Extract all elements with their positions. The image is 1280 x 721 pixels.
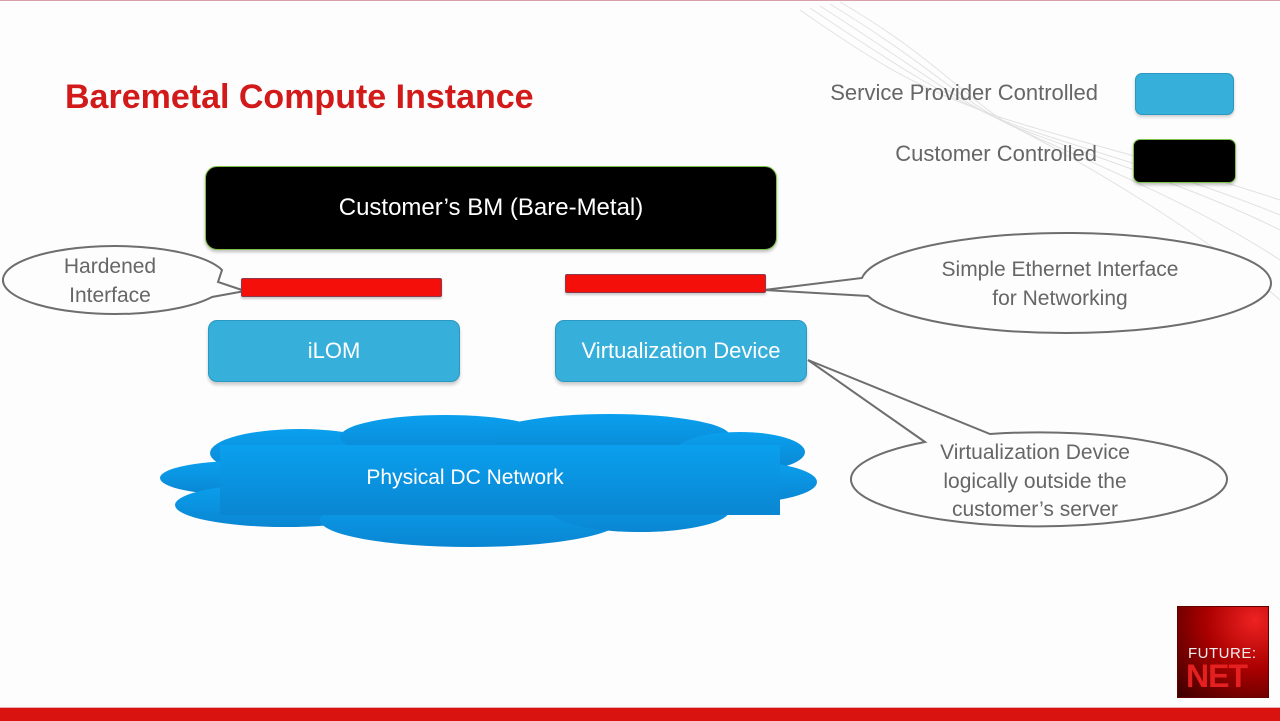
customer-bare-metal-box: Customer’s BM (Bare-Metal) [205,166,777,250]
logo-line-2: NET [1186,658,1248,694]
slide-title: Baremetal Compute Instance [65,78,534,116]
bottom-accent-bar [0,707,1280,721]
callout-hardened-interface-bubble [2,245,246,315]
virtualization-device-label: Virtualization Device [581,338,781,363]
legend-label-service-provider: Service Provider Controlled [830,80,1098,105]
virtualization-device-box: Virtualization Device [555,320,807,382]
legend-label-customer: Customer Controlled [895,141,1097,166]
callout-hardened-interface-text: Hardened Interface [63,255,157,307]
top-border-line [0,0,1280,1]
physical-dc-network-cloud [160,414,817,547]
physical-dc-network-label: Physical DC Network [366,466,564,489]
ethernet-interface-bar [565,274,766,293]
ilom-box: iLOM [208,320,460,382]
callout-ethernet-interface-bubble [763,232,1272,334]
callout-ethernet-interface-text: Simple Ethernet Interface for Networking [941,258,1179,310]
customer-bare-metal-label: Customer’s BM (Bare-Metal) [338,194,644,221]
ilom-label: iLOM [307,338,361,363]
future-net-logo: FUTURE: NET [1177,606,1269,698]
hardened-interface-bar [241,278,442,297]
logo-line-1: FUTURE: [1188,645,1257,662]
legend-swatch-customer [1133,139,1236,183]
callout-virtualization-bubble [807,359,1228,528]
callout-virtualization-text: Virtualization Device logically outside … [940,441,1130,521]
legend-swatch-service-provider [1135,73,1234,115]
